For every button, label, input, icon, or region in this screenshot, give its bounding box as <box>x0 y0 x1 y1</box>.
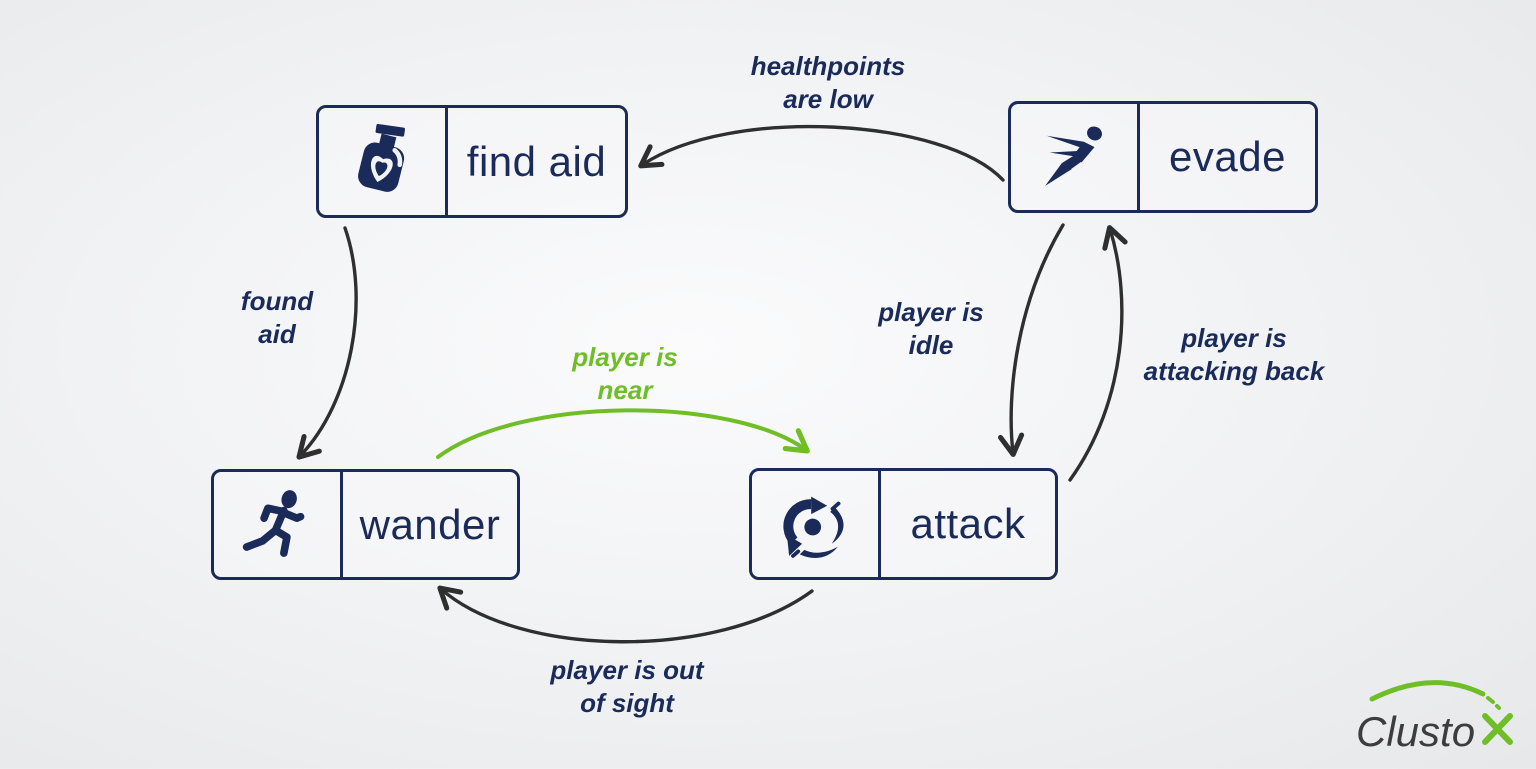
state-label-find-aid: find aid <box>466 137 607 185</box>
arrow-evade-to-attack <box>998 223 1065 457</box>
arrow-attack-to-wander <box>437 585 814 644</box>
state-label-wander: wander <box>359 500 501 548</box>
health-potion-icon <box>319 108 448 215</box>
arrow-attack-to-evade <box>1068 225 1128 482</box>
transition-label-player-is-out-of-sight: player is out of sight <box>550 655 704 718</box>
state-attack: attack <box>749 468 1058 580</box>
arrow-findaid-to-wander <box>296 226 358 460</box>
state-label-attack: attack <box>910 500 1026 547</box>
state-label-evade: evade <box>1169 133 1286 180</box>
transition-label-player-is-attacking-back: player is attacking back <box>1143 323 1325 386</box>
state-find-aid: find aid <box>316 105 628 218</box>
logo-text: Clusto <box>1356 708 1475 755</box>
arrow-wander-to-attack <box>436 408 810 459</box>
running-man-icon <box>214 472 343 577</box>
logo-swoosh <box>1369 680 1486 702</box>
transition-label-player-is-idle: player is idle <box>878 297 984 360</box>
transition-label-healthpoints-are-low: healthpoints are low <box>750 51 906 114</box>
transition-label-found-aid: found aid <box>240 286 314 349</box>
arrow-evade-to-findaid <box>638 124 1005 182</box>
sprint-figure-icon <box>1011 104 1140 210</box>
clustox-logo: Clusto <box>1332 668 1532 764</box>
logo-x-mark <box>1482 713 1513 745</box>
spinning-blades-icon <box>752 471 881 577</box>
state-wander: wander <box>211 469 520 580</box>
state-evade: evade <box>1008 101 1318 213</box>
transition-label-player-is-near: player is near <box>572 342 678 405</box>
